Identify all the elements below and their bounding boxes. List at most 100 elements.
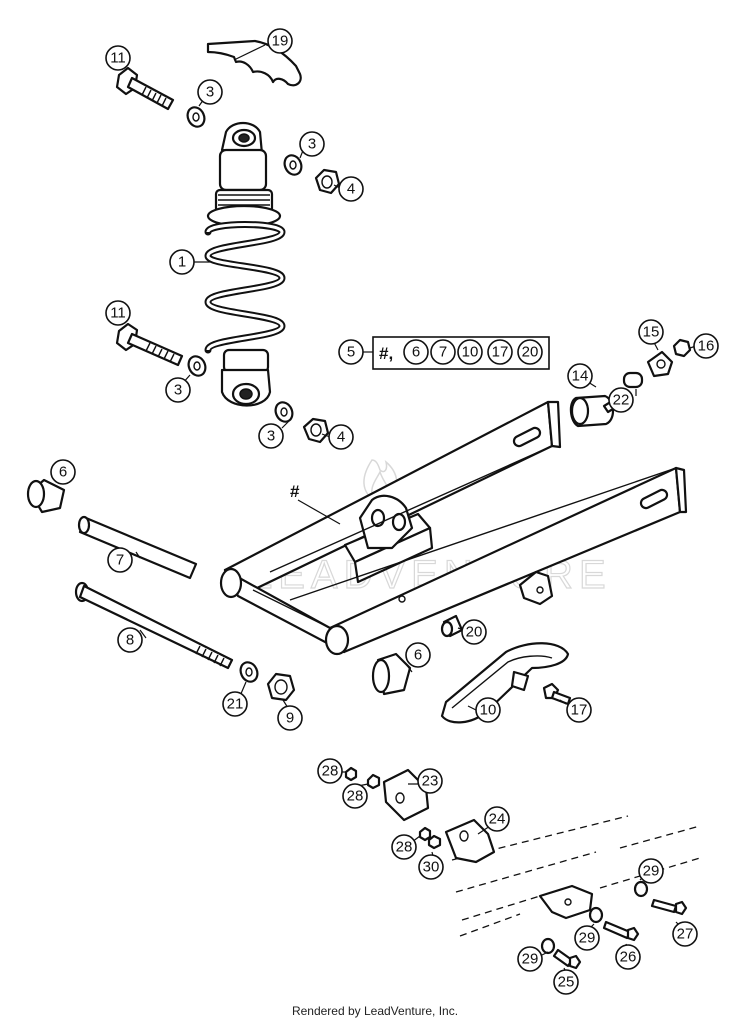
callout-17: 17	[566, 697, 592, 723]
svg-text:28: 28	[396, 839, 413, 856]
svg-text:29: 29	[643, 863, 660, 880]
callout-6-right: 6	[405, 642, 431, 668]
svg-text:4: 4	[347, 181, 355, 198]
svg-text:6: 6	[412, 344, 420, 361]
part-22-spacer	[622, 371, 644, 389]
callout-4-a: 4	[338, 176, 364, 202]
svg-text:14: 14	[572, 368, 589, 385]
part-20-spacer	[440, 614, 464, 638]
svg-text:6: 6	[59, 464, 67, 481]
part-11-upper-bolt	[115, 66, 175, 111]
svg-text:26: 26	[620, 949, 637, 966]
svg-text:7: 7	[116, 552, 124, 569]
callout-4-b: 4	[328, 424, 354, 450]
part-28-washer-top	[366, 773, 381, 790]
svg-text:22: 22	[613, 392, 630, 409]
svg-text:28: 28	[322, 763, 339, 780]
frame-outline-bottom	[459, 913, 521, 937]
svg-text:11: 11	[110, 50, 126, 67]
svg-text:15: 15	[643, 324, 660, 341]
callout-8: 8	[117, 627, 143, 653]
swingarm	[219, 400, 688, 656]
callout-15: 15	[638, 319, 664, 345]
kit-item-7: 7	[430, 339, 456, 365]
callout-29-b: 29	[574, 925, 600, 951]
svg-text:8: 8	[126, 632, 134, 649]
part-30-washer	[427, 834, 442, 850]
callout-5: 5	[338, 339, 364, 365]
callout-20: 20	[461, 619, 487, 645]
svg-text:4: 4	[337, 429, 345, 446]
svg-text:11: 11	[110, 305, 126, 322]
svg-text:9: 9	[286, 710, 294, 727]
callout-29-c: 29	[517, 946, 543, 972]
kit-item-17: 17	[487, 339, 513, 365]
part-7-sleeve	[77, 515, 198, 580]
callout-28-a: 28	[317, 758, 343, 784]
svg-text:6: 6	[414, 647, 422, 664]
callout-3-b: 3	[299, 131, 325, 157]
callout-22: 22	[608, 387, 634, 413]
svg-text:17: 17	[571, 702, 588, 719]
frame-outline-mid	[455, 825, 701, 893]
callout-28-c: 28	[391, 834, 417, 860]
callout-16: 16	[693, 333, 719, 359]
kit-item-6: 6	[403, 339, 429, 365]
callout-9: 9	[277, 705, 303, 731]
part-6-bushing-left	[26, 478, 66, 514]
part-3-washer-lower-right	[274, 401, 294, 423]
part-28-nut-top	[344, 766, 358, 782]
part-25-bolt	[552, 948, 582, 970]
kit-hash-prefix: #,	[379, 344, 393, 363]
svg-text:29: 29	[522, 951, 539, 968]
callout-27: 27	[672, 921, 698, 947]
part-11-lower-bolt	[115, 322, 184, 367]
callout-29-a: 29	[638, 858, 664, 884]
callout-3-a: 3	[197, 79, 223, 105]
part-3-washer-upper-right	[283, 154, 303, 176]
part-29-washer-bottom	[540, 937, 556, 955]
kit-contents-box: 5 #, 6 7 10 17 20	[338, 336, 550, 370]
part-10-chain-slider	[440, 642, 570, 724]
frame-bracket	[538, 884, 594, 920]
callout-14: 14	[567, 363, 593, 389]
part-29-washer-mid	[588, 906, 604, 924]
callout-30: 30	[418, 854, 444, 880]
part-16-nut	[672, 338, 692, 358]
part-3-washer-upper-left	[186, 106, 206, 128]
svg-text:3: 3	[206, 84, 214, 101]
part-27-bolt	[650, 898, 688, 916]
part-6-bushing-right	[371, 652, 412, 696]
part-4-nut-lower	[302, 417, 330, 444]
part-9-nut	[266, 672, 296, 702]
svg-text:5: 5	[347, 344, 355, 361]
part-15-clip-nut	[646, 350, 674, 378]
part-29-washer-right	[633, 880, 649, 898]
callout-19: 19	[267, 28, 293, 54]
svg-text:25: 25	[558, 974, 575, 991]
svg-text:7: 7	[439, 344, 447, 361]
svg-text:3: 3	[174, 382, 182, 399]
part-21-washer	[239, 661, 259, 683]
callout-11-lower: 11	[105, 300, 131, 326]
callout-25: 25	[553, 969, 579, 995]
svg-text:3: 3	[267, 428, 275, 445]
callout-1: 1	[169, 249, 195, 275]
callout-26: 26	[615, 944, 641, 970]
svg-text:3: 3	[308, 136, 316, 153]
callout-3-d: 3	[258, 423, 284, 449]
callout-24: 24	[484, 806, 510, 832]
callout-28-b: 28	[342, 783, 368, 809]
svg-text:30: 30	[423, 859, 440, 876]
part-24-bracket	[444, 818, 496, 864]
kit-item-10: 10	[457, 339, 483, 365]
part-28-nut-lower	[418, 826, 432, 842]
svg-text:19: 19	[272, 33, 289, 50]
svg-text:16: 16	[698, 338, 715, 355]
svg-text:29: 29	[579, 930, 596, 947]
svg-text:17: 17	[492, 344, 509, 361]
svg-text:10: 10	[462, 344, 479, 361]
svg-text:24: 24	[489, 811, 506, 828]
svg-text:1: 1	[178, 254, 186, 271]
